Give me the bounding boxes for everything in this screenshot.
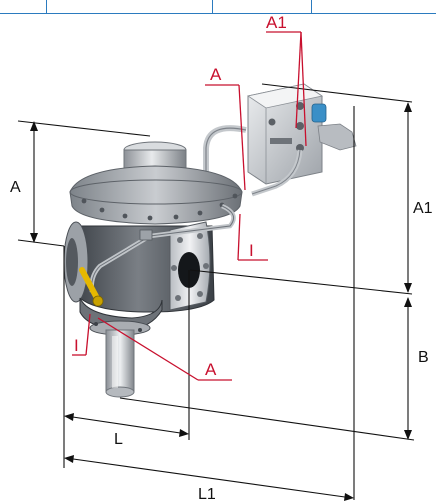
dimension-lines [17,83,415,500]
dim-a1-extension-top [261,83,413,103]
table-border-strip [0,0,436,14]
callout-i-left-leader [85,313,91,356]
dim-l-line [65,415,188,435]
callout-i-left: I [74,336,79,355]
dimension-arrowheads [30,102,412,501]
dim-a1-label: A1 [413,200,433,217]
callout-a1-leader-2 [300,31,307,147]
dim-a-extension-bottom [17,239,65,247]
stem-housing [105,329,135,393]
callout-leaders [72,31,307,381]
table-column-divider [46,0,48,14]
pilot-fitting [317,123,357,151]
gas-pressure-regulator [63,83,357,398]
dim-l1-label: L1 [198,486,216,503]
callout-a-bottom-leader [97,317,199,381]
diaphragm-housing [69,165,243,225]
yellow-valve-handle [79,267,101,303]
dim-b-label: B [418,349,429,366]
callout-a-leader [238,84,246,191]
callout-a-top: A [210,65,222,84]
dim-a-extension-top [17,120,151,137]
dim-a-label: A [10,179,21,196]
pilot-label-plate [270,138,292,144]
pilot-screw [296,102,304,110]
pilot-screw [268,118,276,126]
table-column-divider [311,0,313,14]
callout-a-bottom: A [205,360,217,379]
dim-l-label: L [114,431,123,448]
callout-i-leader [237,213,241,261]
impulse-fitting [139,229,153,241]
callout-a1-top: A1 [266,13,287,32]
table-column-divider [212,0,214,14]
dim-b-extension-bottom [119,397,415,441]
flange-bolt-holes [171,233,209,301]
blue-adjust-cap [311,103,327,123]
dim-a1-extension-bottom [189,269,413,295]
callout-a1-leader-1 [295,31,302,129]
pilot-screw [296,122,304,130]
callout-i-right: I [249,241,254,260]
dim-l1-line [65,457,353,499]
